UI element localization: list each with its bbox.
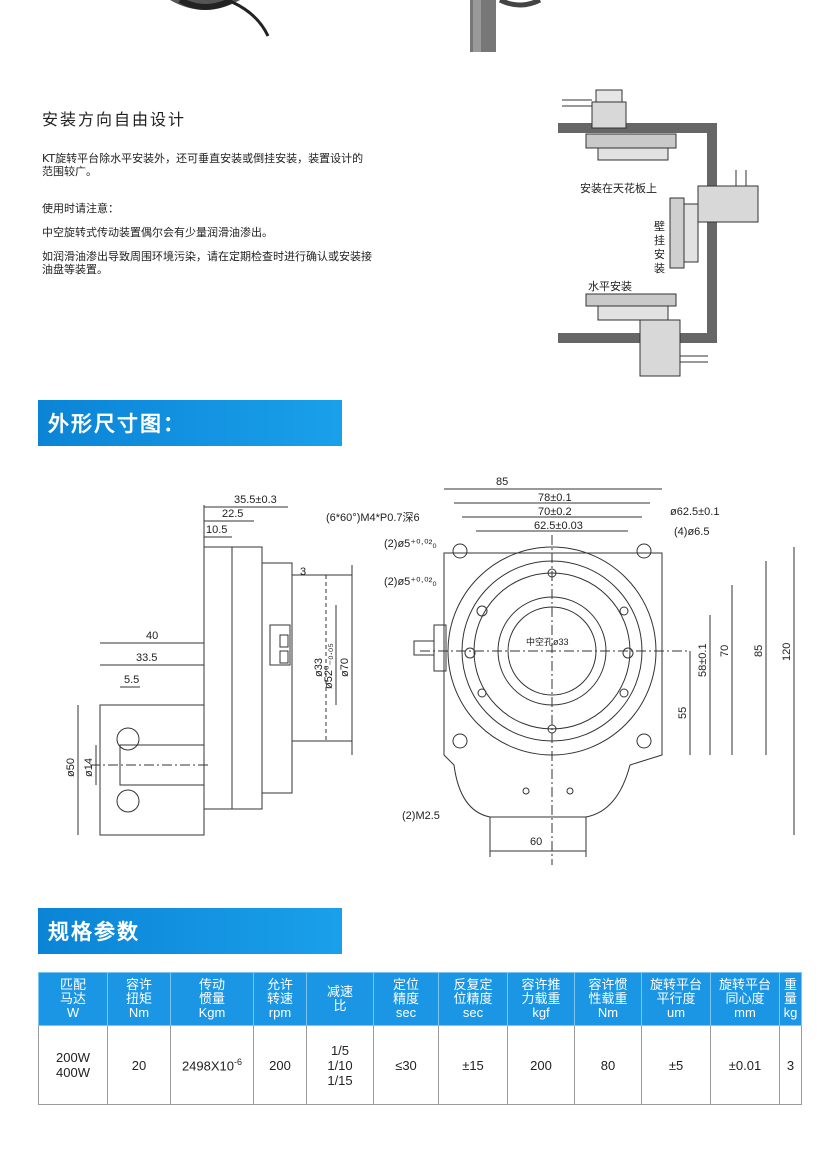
- dim-3-label: 3: [300, 566, 306, 578]
- dim-35-5-label: 35.5±0.3: [234, 494, 277, 506]
- dim-phi70-label: ø70: [339, 658, 351, 677]
- intro-title: 安装方向自由设计: [42, 110, 187, 129]
- m2-5-label: (2)M2.5: [402, 810, 440, 822]
- pcd-label: ø62.5±0.1: [670, 506, 719, 518]
- intro-paragraph-1: KT旋转平台除水平安装外，还可垂直安装或倒挂安装，装置设计的范围较广。: [42, 152, 364, 178]
- cell-torque: 20: [107, 1025, 171, 1105]
- section-banner-specs: 规格参数: [38, 908, 342, 954]
- dim-40-label: 40: [146, 630, 158, 642]
- mount-label-wall: 壁 挂 安 装: [654, 220, 665, 275]
- hollow-bore-label: 中空孔ø33: [526, 636, 569, 647]
- cell-repeat: ±15: [438, 1025, 508, 1105]
- hole-6-5-label: (4)ø6.5: [674, 526, 709, 538]
- col-header-ratio: 减速比: [306, 972, 374, 1026]
- dim-78-label: 78±0.1: [538, 492, 572, 504]
- cell-moment: 80: [574, 1025, 642, 1105]
- intro-paragraph-2: 中空旋转式传动装置偶尔会有少量润滑油渗出。: [42, 226, 273, 239]
- section-banner-dimensions: 外形尺寸图：: [38, 400, 342, 446]
- pin-hole-label-1: (2)ø5⁺⁰·⁰²₀: [384, 538, 437, 550]
- intro-paragraph-3: 如润滑油渗出导致周围环境污染，请在定期检查时进行确认或安装接油盘等装置。: [42, 250, 372, 276]
- dim-phi52-label: ø52⁰₋₀.₀₅: [323, 643, 335, 689]
- dim-85-top-label: 85: [496, 476, 508, 488]
- cell-thrust: 200: [507, 1025, 575, 1105]
- cell-concentricity: ±0.01: [710, 1025, 780, 1105]
- dimension-drawing: 35.5±0.3 22.5 10.5 3 40 33.5 5.5 ø50 ø14…: [30, 465, 810, 889]
- dim-85-v-label: 85: [753, 645, 765, 657]
- dim-70-2-label: 70±0.2: [538, 506, 572, 518]
- cell-weight: 3: [779, 1025, 802, 1105]
- mount-label-horizontal: 水平安装: [588, 280, 632, 293]
- dim-10-5-label: 10.5: [206, 524, 227, 536]
- dim-22-5-label: 22.5: [222, 508, 243, 520]
- cell-positioning: ≤30: [373, 1025, 439, 1105]
- dim-phi14-label: ø14: [83, 758, 95, 777]
- cell-parallelism: ±5: [641, 1025, 711, 1105]
- dim-70-v-label: 70: [719, 645, 731, 657]
- dim-58-label: 58±0.1: [697, 643, 709, 677]
- intro-notice-title: 使用时请注意：: [42, 202, 119, 215]
- mount-label-ceiling: 安装在天花板上: [580, 182, 657, 195]
- top-product-photo-crop: [0, 0, 840, 60]
- dim-33-5-label: 33.5: [136, 652, 157, 664]
- dim-5-5-label: 5.5: [124, 674, 139, 686]
- dim-120-label: 120: [781, 643, 793, 661]
- cell-speed: 200: [253, 1025, 307, 1105]
- dim-phi50-label: ø50: [65, 758, 77, 777]
- cell-inertia: 2498X10-6: [170, 1025, 254, 1105]
- holes-m4-label: (6*60°)M4*P0.7深6: [326, 511, 420, 524]
- mounting-orientation-diagram: [540, 80, 800, 394]
- pin-hole-label-2: (2)ø5⁺⁰·⁰²₀: [384, 576, 437, 588]
- dim-55-label: 55: [677, 707, 689, 719]
- dim-phi33-label: ø33: [313, 658, 325, 677]
- dim-60-label: 60: [530, 836, 542, 848]
- dim-62-5-label: 62.5±0.03: [534, 520, 583, 532]
